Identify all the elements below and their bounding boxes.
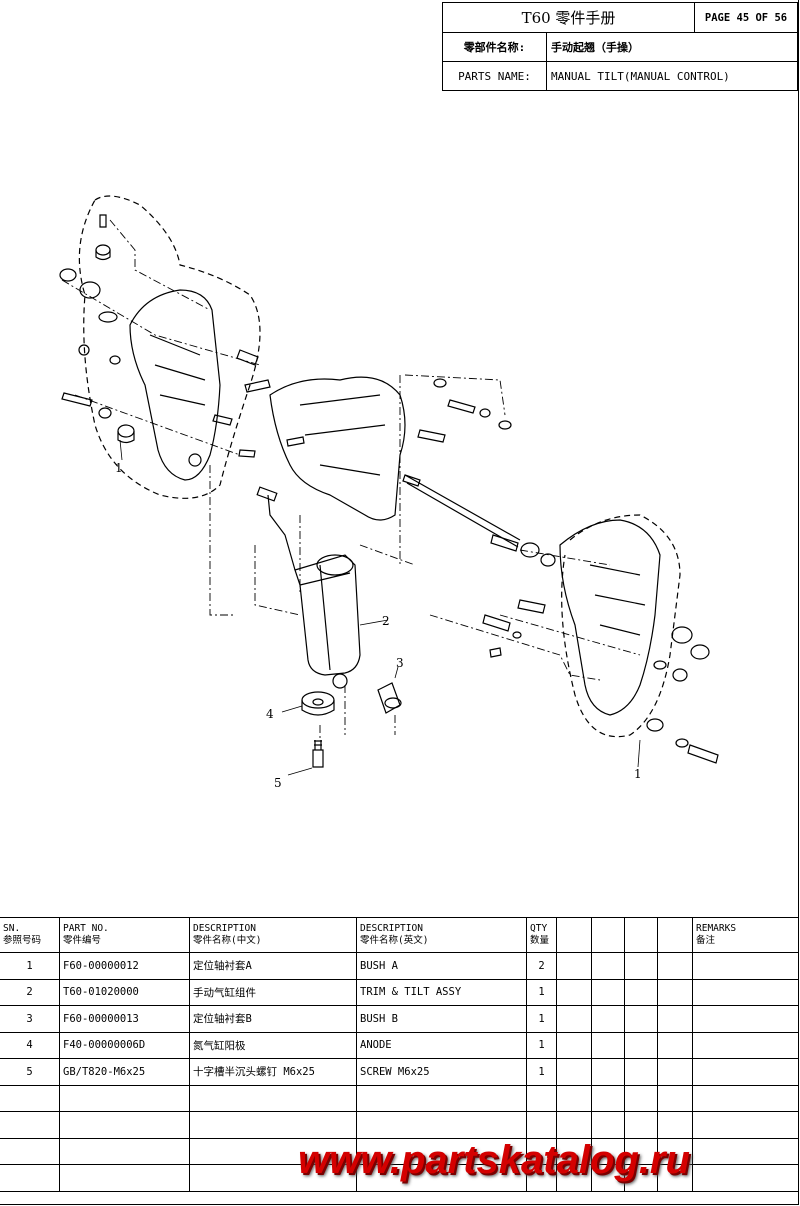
page-number: PAGE 45 OF 56	[694, 3, 797, 32]
title-block: T60 零件手册 PAGE 45 OF 56 零部件名称: 手动起翘（手操） P…	[442, 2, 798, 91]
left-bracket	[129, 289, 221, 481]
cell-sn: 2	[0, 979, 60, 1005]
cell-part-no: GB/T820-M6x25	[60, 1059, 190, 1085]
left-bracket-outline	[78, 195, 261, 499]
callout-1-right: 1	[634, 767, 642, 781]
cell-desc-en: SCREW M6x25	[357, 1059, 527, 1085]
cell-desc-en: BUSH A	[357, 953, 527, 979]
cell-desc-cn: 十字槽半沉头螺钉 M6x25	[190, 1059, 357, 1085]
cell-desc-en: BUSH B	[357, 1006, 527, 1032]
page-title: T60 零件手册	[521, 9, 616, 27]
header-part-no: PART NO.零件编号	[60, 918, 190, 952]
cell-sn: 4	[0, 1032, 60, 1058]
cell-desc-cn: 氮气缸阳极	[190, 1032, 357, 1058]
cell-sn: 3	[0, 1006, 60, 1032]
cn-name-label: 零部件名称:	[463, 41, 526, 54]
cell-qty: 1	[527, 1006, 557, 1032]
cell-sn: 5	[0, 1059, 60, 1085]
header-sn: SN.参照号码	[0, 918, 60, 952]
callout-5: 5	[274, 776, 282, 790]
cell-qty: 1	[527, 1059, 557, 1085]
table-row-empty	[0, 1138, 799, 1165]
en-name-value: MANUAL TILT(MANUAL CONTROL)	[546, 62, 796, 90]
cell-qty: 2	[527, 953, 557, 979]
cell-part-no: F40-00000006D	[60, 1032, 190, 1058]
callout-2: 2	[382, 614, 390, 628]
cell-qty: 1	[527, 979, 557, 1005]
en-name-label: PARTS NAME:	[458, 69, 531, 83]
cell-part-no: T60-01020000	[60, 979, 190, 1005]
right-bracket	[559, 519, 661, 716]
cell-part-no: F60-00000012	[60, 953, 190, 979]
watermark: www.partskatalog.ru	[298, 1138, 690, 1182]
cell-desc-en: ANODE	[357, 1032, 527, 1058]
cell-desc-cn: 定位轴衬套A	[190, 953, 357, 979]
callout-3: 3	[396, 656, 404, 670]
cn-name-value: 手动起翘（手操）	[546, 33, 796, 61]
exploded-parts-diagram	[59, 195, 719, 776]
cell-sn: 1	[0, 953, 60, 979]
table-row-empty	[0, 1085, 799, 1112]
cell-part-no: F60-00000013	[60, 1006, 190, 1032]
table-row-empty	[0, 1112, 799, 1139]
manual-handle	[267, 494, 296, 571]
screw-m6x25	[312, 749, 324, 768]
cell-desc-cn: 手动气缸组件	[190, 979, 357, 1005]
trim-tilt-cylinder	[294, 554, 361, 676]
table-row-empty	[0, 1165, 799, 1192]
callout-4: 4	[266, 707, 274, 721]
cell-qty: 1	[527, 1032, 557, 1058]
swivel-bracket	[269, 376, 406, 521]
cell-desc-cn: 定位轴衬套B	[190, 1006, 357, 1032]
callout-1-left: 1	[115, 461, 123, 475]
cell-desc-en: TRIM & TILT ASSY	[357, 979, 527, 1005]
